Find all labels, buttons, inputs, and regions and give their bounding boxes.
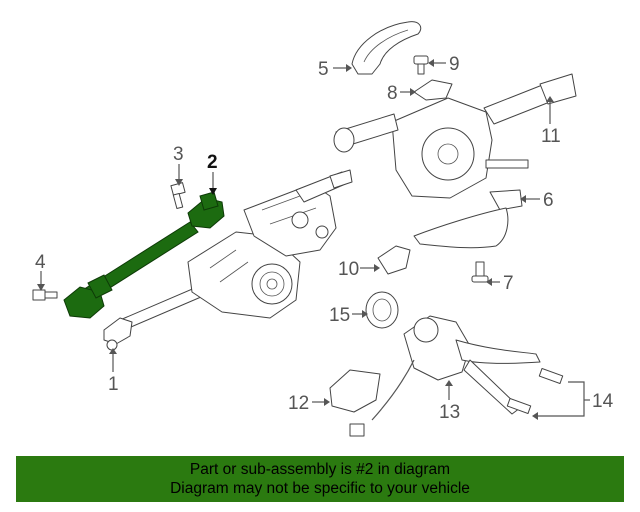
notice-banner: Part or sub-assembly is #2 in diagram Di… (16, 456, 624, 502)
callout-13: 13 (439, 402, 460, 423)
callout-4: 4 (35, 252, 46, 273)
bolt-part-4 (32, 289, 58, 301)
ring-part-15 (365, 291, 399, 329)
bolts-part-14 (506, 367, 564, 415)
callout-7: 7 (503, 273, 514, 294)
parts-diagram: 1 2 3 4 5 6 7 8 9 10 11 12 13 14 15 (32, 21, 614, 437)
steering-column-assembly (187, 169, 353, 319)
bracket-part-12 (329, 369, 381, 413)
multifunction-switch-part-11 (333, 73, 577, 199)
callout-5: 5 (318, 59, 329, 80)
callout-8: 8 (387, 83, 398, 104)
callout-1: 1 (108, 374, 119, 395)
callout-12: 12 (288, 393, 309, 414)
bolt-part-3 (170, 182, 186, 210)
upper-shroud-part-5 (351, 21, 422, 75)
callout-11: 11 (541, 126, 561, 147)
callout-labels: 1 2 3 4 5 6 7 8 9 10 11 12 13 14 15 (35, 54, 614, 423)
callout-15: 15 (329, 305, 350, 326)
intermediate-shaft-part-2[interactable] (63, 191, 225, 319)
screw-part-9 (413, 55, 429, 75)
callout-9: 9 (449, 54, 460, 75)
leader-lines (37, 59, 590, 420)
lock-housing-part-13 (349, 315, 541, 437)
cover-part-10 (377, 245, 411, 275)
callout-2: 2 (207, 152, 218, 173)
banner-line-1: Part or sub-assembly is #2 in diagram (189, 461, 451, 478)
callout-6: 6 (543, 190, 554, 211)
callout-10: 10 (338, 259, 359, 280)
banner-line-2: Diagram may not be specific to your vehi… (170, 480, 470, 497)
callout-14: 14 (592, 391, 614, 412)
lower-shroud-part-6 (413, 189, 523, 249)
bracket-part-8 (413, 79, 453, 101)
callout-3: 3 (173, 144, 184, 165)
screw-part-7 (471, 261, 489, 283)
